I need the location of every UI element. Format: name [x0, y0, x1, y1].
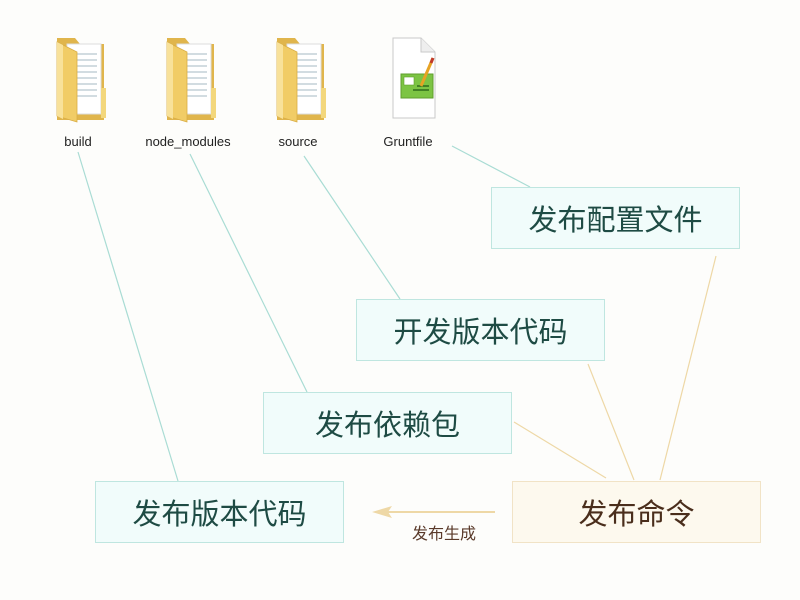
connector-build-release — [77, 151, 179, 482]
config-file-text: 发布配置文件 — [528, 203, 703, 237]
file-build[interactable]: build — [23, 28, 133, 149]
connector-nodemodules-deps — [189, 153, 308, 393]
generate-arrow-head — [372, 506, 392, 518]
deps-text: 发布依赖包 — [314, 408, 460, 442]
file-name: build — [64, 134, 92, 149]
command-text: 发布命令 — [578, 497, 695, 531]
connector-gruntfile-config — [451, 145, 531, 188]
file-name: source — [278, 134, 318, 149]
connector-source-dev — [303, 155, 401, 300]
label-release-code: 发布版本代码 — [95, 481, 344, 543]
connector-command-deps — [513, 421, 607, 479]
dev-source-text: 开发版本代码 — [393, 315, 568, 349]
label-config-file: 发布配置文件 — [491, 187, 740, 249]
generate-arrow-label: 发布生成 — [412, 524, 477, 543]
file-node-modules[interactable]: node_modules — [133, 28, 243, 149]
file-name: node_modules — [145, 134, 231, 149]
release-code-text: 发布版本代码 — [132, 497, 307, 531]
connector-command-config — [659, 255, 717, 481]
file-name: Gruntfile — [383, 134, 433, 149]
label-dev-source: 开发版本代码 — [356, 299, 605, 361]
folder-icon — [133, 28, 243, 128]
folder-icon — [23, 28, 133, 128]
file-gruntfile[interactable]: Gruntfile — [353, 28, 463, 149]
label-command: 发布命令 — [512, 481, 761, 543]
notepad-document-icon — [353, 28, 463, 128]
folder-icon — [243, 28, 353, 128]
connector-command-dev — [587, 363, 635, 481]
label-deps: 发布依赖包 — [263, 392, 512, 454]
file-source[interactable]: source — [243, 28, 353, 149]
